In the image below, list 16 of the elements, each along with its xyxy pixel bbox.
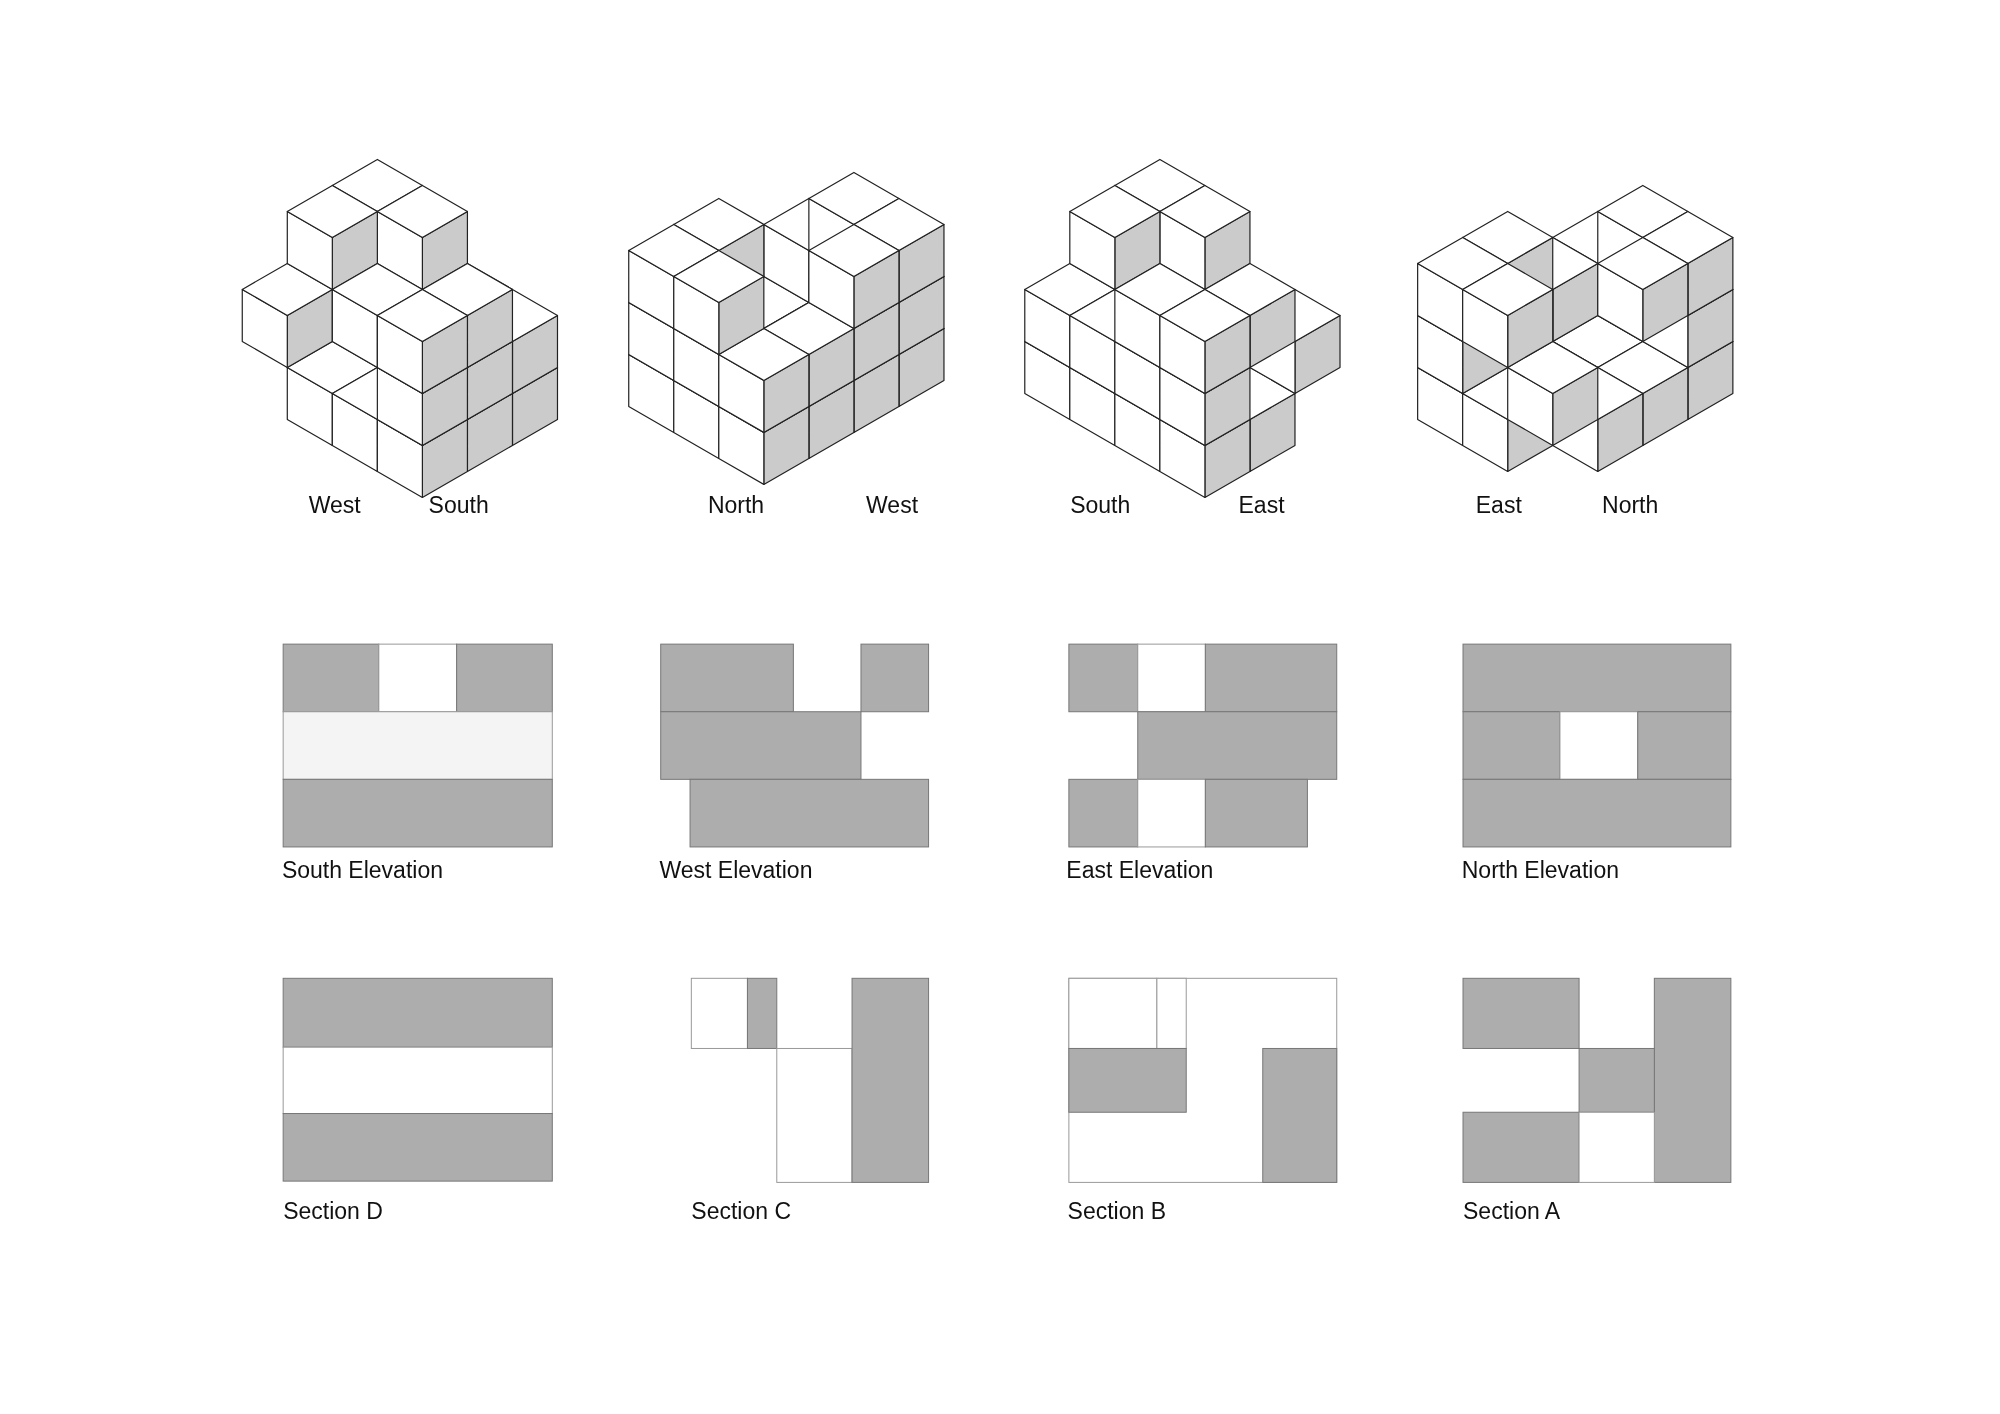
drawing-caption: North Elevation (1461, 859, 1619, 883)
drawing-caption: Section B (1067, 1199, 1167, 1223)
direction-label: West (866, 494, 919, 518)
direction-label: North (1602, 494, 1659, 518)
direction-label: North (707, 494, 765, 518)
drawing-caption: Section D (283, 1199, 383, 1223)
drawing-caption: West Elevation (659, 859, 813, 883)
direction-label: South (428, 494, 489, 518)
direction-label: West (308, 494, 361, 518)
direction-label: East (1238, 494, 1285, 518)
direction-label: South (1070, 494, 1131, 518)
drawing-caption: Section C (691, 1199, 792, 1223)
direction-label: East (1475, 494, 1522, 518)
drawing-caption: East Elevation (1066, 859, 1214, 883)
drawing-caption: South Elevation (281, 859, 443, 883)
drawing-caption: Section A (1463, 1199, 1561, 1223)
